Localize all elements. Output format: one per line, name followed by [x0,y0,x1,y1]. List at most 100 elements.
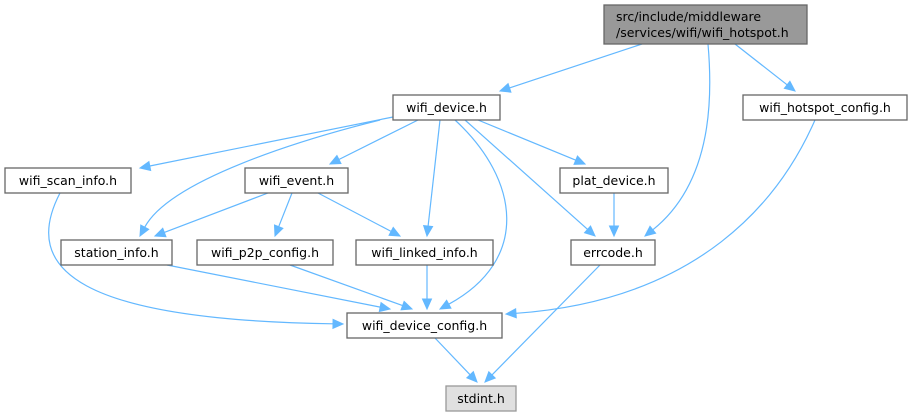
arrowhead-icon [139,224,150,238]
arrowhead-icon [388,226,402,237]
edge-line [48,192,334,325]
node-box [603,4,808,45]
node-label: wifi_device_config.h [362,318,487,333]
node-wifi-p2p-config[interactable]: wifi_p2p_config.h [196,239,334,266]
edge-wifi-device-config-to-stdint [434,337,478,383]
edge-line [434,337,471,376]
node-box [60,239,173,266]
arrowhead-icon [498,82,512,93]
node-label: src/include/middleware [616,9,761,24]
graph-edges [48,43,816,383]
node-wifi-linked-info[interactable]: wifi_linked_info.h [355,239,494,266]
node-box [742,94,908,121]
arrowhead-icon [421,298,433,311]
node-box [244,167,349,194]
node-stdint: stdint.h [445,385,517,412]
edge-line [427,119,441,227]
node-box [196,239,334,266]
edge-wifi-device-to-station-info [139,119,381,238]
edge-wifi-device-to-wifi-scan-info [138,116,394,172]
node-box [346,312,503,339]
edge-wifi-p2p-config-to-wifi-device-config [289,264,414,311]
arrowhead-icon [153,227,167,238]
graph-nodes: src/include/middleware/services/wifi/wif… [4,4,908,412]
arrowhead-icon [273,224,284,238]
edge-root-to-wifi-device [498,43,643,93]
arrowhead-icon [644,225,657,237]
arrowhead-icon [504,307,517,319]
node-label: stdint.h [457,391,505,406]
edge-line [491,264,601,376]
edge-line [144,119,381,228]
edge-wifi-linked-info-to-wifi-device-config [421,265,433,311]
arrowhead-icon [332,318,345,330]
arrowhead-icon [783,80,796,92]
node-label: errcode.h [583,245,643,260]
arrowhead-icon [378,301,392,313]
edge-wifi-hotspot-config-to-wifi-device-config [504,119,816,319]
edge-line [338,119,419,161]
edge-errcode-to-stdint [484,264,601,383]
edge-root-to-errcode [644,43,711,237]
edge-plat-device-to-errcode [608,193,620,238]
edge-line [652,43,711,231]
edge-wifi-event-to-wifi-linked-info [317,192,402,237]
arrowhead-icon [465,370,478,383]
node-label: station_info.h [74,245,158,260]
edge-wifi-event-to-wifi-p2p-config [273,192,293,238]
edge-line [464,119,588,230]
arrowhead-icon [328,154,342,165]
edge-wifi-device-to-plat-device [477,119,587,165]
arrowhead-icon [138,160,152,172]
arrowhead-icon [484,370,497,383]
node-box [445,385,517,412]
node-box [355,239,494,266]
edge-wifi-device-to-errcode [464,119,596,237]
node-label: wifi_event.h [259,173,334,188]
arrowhead-icon [573,155,587,165]
node-box [392,94,501,121]
node-label: wifi_hotspot_config.h [759,100,891,115]
edge-wifi-event-to-station-info [153,192,269,238]
node-box [4,167,132,194]
node-label: wifi_device.h [406,100,487,115]
edge-station-info-to-wifi-device-config [166,264,392,313]
edge-line [164,192,269,233]
arrowhead-icon [422,224,434,238]
edge-line [509,43,643,89]
edge-line [278,192,293,227]
node-wifi-hotspot-config[interactable]: wifi_hotspot_config.h [742,94,908,121]
edge-wifi-device-to-wifi-event [328,119,419,165]
node-label: wifi_p2p_config.h [211,245,319,260]
arrowhead-icon [400,300,414,311]
node-box [559,167,669,194]
node-errcode[interactable]: errcode.h [570,239,656,266]
node-wifi-scan-info[interactable]: wifi_scan_info.h [4,167,132,194]
edge-wifi-scan-info-to-wifi-device-config [48,192,345,330]
node-wifi-device-config[interactable]: wifi_device_config.h [346,312,503,339]
node-label: plat_device.h [572,173,655,188]
edge-line [166,264,381,308]
edge-wifi-device-to-wifi-linked-info [422,119,441,238]
edge-line [317,192,392,232]
edge-root-to-wifi-hotspot-config [734,43,796,92]
node-root: src/include/middleware/services/wifi/wif… [603,4,808,45]
edge-line [515,119,816,314]
node-label: wifi_linked_info.h [371,245,477,260]
node-wifi-event[interactable]: wifi_event.h [244,167,349,194]
edge-line [448,119,508,305]
node-label: /services/wifi/wifi_hotspot.h [616,25,789,40]
arrowhead-icon [583,225,596,237]
node-station-info[interactable]: station_info.h [60,239,173,266]
edge-line [289,264,403,307]
edge-line [149,116,394,167]
edge-wifi-device-to-wifi-device-config [438,119,508,310]
arrowhead-icon [438,299,452,310]
arrowhead-icon [608,225,620,238]
node-wifi-device[interactable]: wifi_device.h [392,94,501,121]
node-plat-device[interactable]: plat_device.h [559,167,669,194]
edge-line [477,119,577,161]
edge-line [734,43,788,86]
node-box [570,239,656,266]
